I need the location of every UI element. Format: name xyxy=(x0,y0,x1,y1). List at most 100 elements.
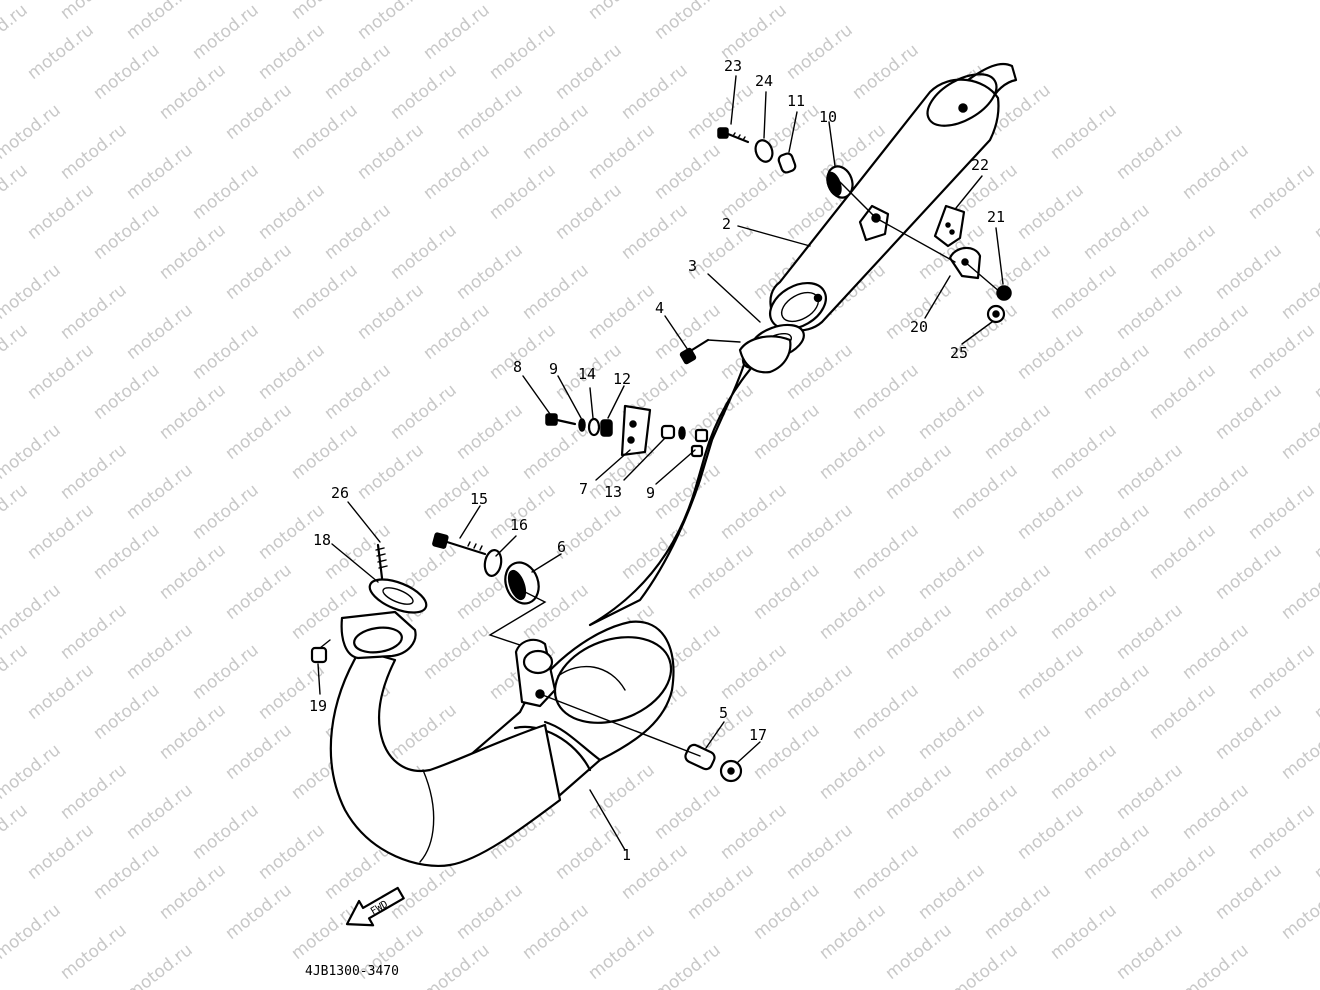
watermark-text: motod.ru xyxy=(684,540,758,604)
watermark-text: motod.ru xyxy=(1014,800,1088,864)
watermark-text: motod.ru xyxy=(1113,600,1187,664)
watermark-text: motod.ru xyxy=(90,520,164,584)
watermark-text: motod.ru xyxy=(0,320,32,384)
watermark-text: motod.ru xyxy=(915,860,989,924)
watermark-text: motod.ru xyxy=(783,660,857,724)
watermark-text: motod.ru xyxy=(90,680,164,744)
watermark-text: motod.ru xyxy=(519,900,593,964)
watermark-text: motod.ru xyxy=(948,940,1022,990)
watermark-text: motod.ru xyxy=(1212,700,1286,764)
watermark-text: motod.ru xyxy=(387,220,461,284)
watermark-text: motod.ru xyxy=(882,920,956,984)
exhaust-gasket xyxy=(368,578,428,614)
watermark-text: motod.ru xyxy=(552,180,626,244)
watermark-text: motod.ru xyxy=(0,480,32,544)
watermark-text: motod.ru xyxy=(57,0,131,24)
callout-10: 10 xyxy=(819,108,837,126)
watermark-text: motod.ru xyxy=(387,60,461,124)
watermark-text: motod.ru xyxy=(1047,100,1121,164)
watermark-text: motod.ru xyxy=(453,400,527,464)
watermark-text: motod.ru xyxy=(1080,660,1154,724)
watermark-text: motod.ru xyxy=(123,300,197,364)
watermark-text: motod.ru xyxy=(189,640,263,704)
watermark-text: motod.ru xyxy=(1047,740,1121,804)
watermark-text: motod.ru xyxy=(1080,340,1154,404)
watermark-text: motod.ru xyxy=(1047,260,1121,324)
watermark-text: motod.ru xyxy=(1179,940,1253,990)
callout-18: 18 xyxy=(313,531,331,549)
callout-2: 2 xyxy=(722,215,731,233)
watermark-text: motod.ru xyxy=(849,360,923,424)
watermark-text: motod.ru xyxy=(981,240,1055,304)
watermark-text: motod.ru xyxy=(354,280,428,344)
watermark-text: motod.ru xyxy=(651,780,725,844)
watermark-text: motod.ru xyxy=(222,720,296,784)
watermark-text: motod.ru xyxy=(948,780,1022,844)
watermark-text: motod.ru xyxy=(321,40,395,104)
watermark-text: motod.ru xyxy=(1245,320,1319,384)
watermark-text: motod.ru xyxy=(882,600,956,664)
watermark-text: motod.ru xyxy=(123,940,197,990)
watermark-text: motod.ru xyxy=(585,760,659,824)
watermark-text: motod.ru xyxy=(1311,500,1320,564)
watermark-text: motod.ru xyxy=(585,120,659,184)
watermark-text: motod.ru xyxy=(1080,200,1154,264)
assembly-lines xyxy=(319,181,1001,757)
watermark-text: motod.ru xyxy=(519,0,593,4)
watermark-text: motod.ru xyxy=(222,0,296,4)
callout-8: 8 xyxy=(513,358,522,376)
watermark-text: motod.ru xyxy=(1278,720,1320,784)
watermark-text: motod.ru xyxy=(618,200,692,264)
watermark-text: motod.ru xyxy=(222,240,296,304)
callout-labels: 23 24 11 10 22 21 2 3 20 25 4 8 9 14 12 … xyxy=(309,57,1005,864)
callout-24: 24 xyxy=(755,72,773,90)
watermark-text: motod.ru xyxy=(123,460,197,524)
watermark-text: motod.ru xyxy=(321,520,395,584)
watermark-text: motod.ru xyxy=(519,100,593,164)
watermark-text: motod.ru xyxy=(0,0,32,64)
callout-22: 22 xyxy=(971,156,989,174)
watermark-text: motod.ru xyxy=(750,880,824,944)
hardware xyxy=(310,127,1012,783)
watermark-text: motod.ru xyxy=(552,40,626,104)
watermark-text: motod.ru xyxy=(156,60,230,124)
watermark-text: motod.ru xyxy=(585,920,659,984)
watermark-text: motod.ru xyxy=(684,860,758,924)
watermark-text: motod.ru xyxy=(1179,300,1253,364)
watermark-text: motod.ru xyxy=(189,160,263,224)
watermark-text: motod.ru xyxy=(1047,420,1121,484)
watermark-text: motod.ru xyxy=(420,620,494,684)
watermark-text: motod.ru xyxy=(1047,580,1121,644)
watermark-text: motod.ru xyxy=(1113,120,1187,184)
watermark-text: motod.ru xyxy=(1146,840,1220,904)
watermark-text: motod.ru xyxy=(0,640,32,704)
watermark-text: motod.ru xyxy=(882,760,956,824)
watermark-text: motod.ru xyxy=(1179,140,1253,204)
watermark-text: motod.ru xyxy=(1047,900,1121,964)
watermark-text: motod.ru xyxy=(981,880,1055,944)
watermark-text: motod.ru xyxy=(651,940,725,990)
callout-21: 21 xyxy=(987,208,1005,226)
watermark-text: motod.ru xyxy=(1311,660,1320,724)
watermark-text: motod.ru xyxy=(1179,620,1253,684)
watermark-text: motod.ru xyxy=(1212,540,1286,604)
watermark-text: motod.ru xyxy=(915,380,989,444)
callout-16: 16 xyxy=(510,516,528,534)
watermark-text: motod.ru xyxy=(288,900,362,964)
watermark-text: motod.ru xyxy=(1113,920,1187,984)
watermark-text: motod.ru xyxy=(750,560,824,624)
watermark-text: motod.ru xyxy=(453,80,527,144)
watermark-text: motod.ru xyxy=(255,340,329,404)
watermark-text: motod.ru xyxy=(222,880,296,944)
watermark-text: motod.ru xyxy=(288,0,362,24)
watermark-text: motod.ru xyxy=(24,20,98,84)
watermark-text: motod.ru xyxy=(1014,640,1088,704)
watermark-text: motod.ru xyxy=(57,440,131,504)
watermark-text: motod.ru xyxy=(0,160,32,224)
watermark-text: motod.ru xyxy=(189,0,263,64)
watermark-text: motod.ru xyxy=(717,480,791,544)
watermark-text: motod.ru xyxy=(354,440,428,504)
watermark-text: motod.ru xyxy=(849,40,923,104)
watermark-text: motod.ru xyxy=(189,480,263,544)
